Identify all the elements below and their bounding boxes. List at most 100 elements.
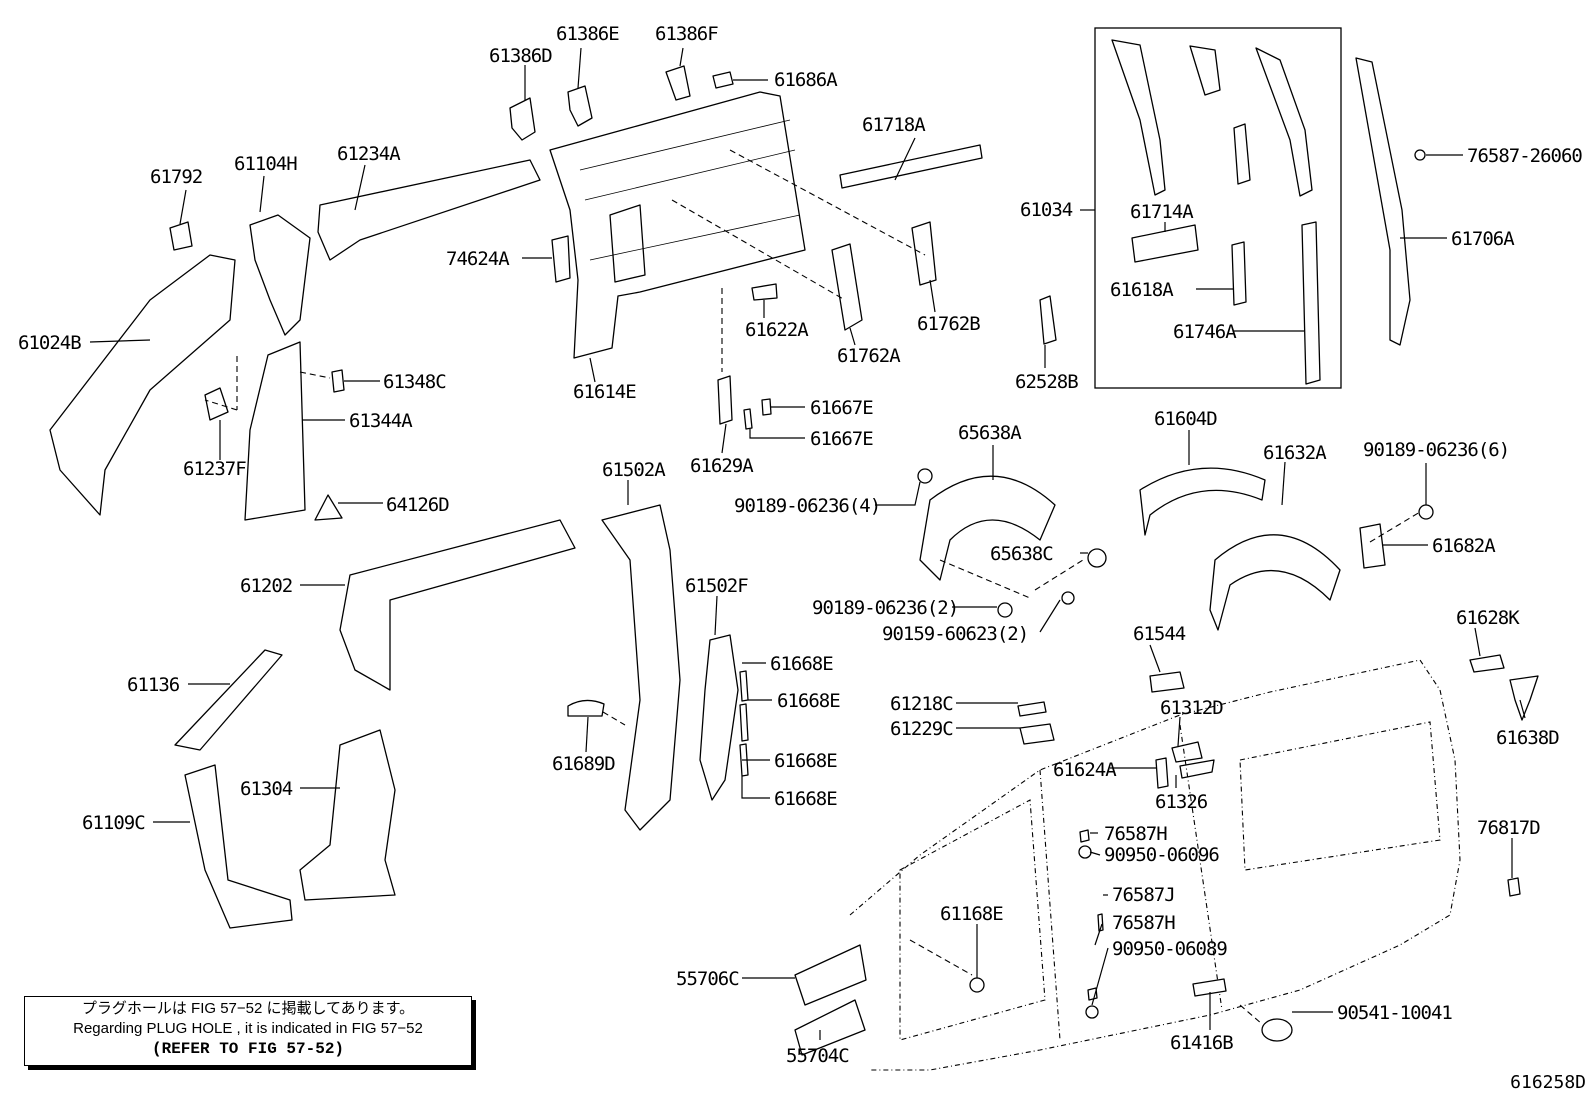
label-90189-06236-6: 90189-06236(6) [1363,439,1509,461]
label-61604D: 61604D [1154,408,1217,430]
part-61386F [665,65,691,101]
part-61638D [1509,675,1539,721]
label-61312D: 61312D [1160,697,1223,719]
label-61667E-2: 61667E [810,428,873,450]
part-61706A [1355,57,1411,346]
part-61326 [1179,759,1215,779]
part-61312D [1171,741,1203,763]
label-61168E: 61168E [940,903,1003,925]
label-61638D: 61638D [1496,727,1559,749]
part-61668E-1 [739,670,749,702]
part-76587-26060 [1414,149,1426,161]
part-61136 [174,649,283,751]
part-61614E-window [609,204,646,283]
label-61344A: 61344A [349,410,413,432]
label-76587H-1: 76587H [1104,823,1167,845]
label-65638A: 65638A [958,422,1022,444]
label-61686A: 61686A [774,69,838,91]
label-61667E-1: 61667E [810,397,873,419]
label-61689D: 61689D [552,753,615,775]
label-61544: 61544 [1133,623,1186,645]
part-61218C [1017,701,1047,717]
label-65638C: 65638C [990,543,1053,565]
part-64126D [314,494,343,521]
label-90159-60623-2: 90159-60623(2) [882,623,1028,645]
part-bolt-90159 [1061,591,1075,605]
part-76817D [1507,877,1521,897]
part-61386E [567,85,593,127]
part-61618A [1231,241,1247,306]
figure-id: 616258D [1510,1072,1586,1093]
label-61629A: 61629A [690,455,754,477]
van-door-outline [1039,721,1441,1041]
label-61618A: 61618A [1110,279,1174,301]
label-76817D: 76817D [1477,817,1540,839]
part-61502F [699,634,739,801]
label-61502A: 61502A [602,459,666,481]
label-76587J: 76587J [1112,884,1175,906]
part-55706C [794,944,867,1006]
part-61304 [299,729,396,901]
part-61667E-a [761,398,772,416]
van-body-outline [849,659,1461,1071]
part-76587J [1097,913,1104,932]
label-61218C: 61218C [890,693,953,715]
part-61667E-b [743,408,753,430]
part-61762B [911,221,937,286]
part-61632A [1209,534,1341,631]
part-65638A [919,475,1056,581]
label-61348C: 61348C [383,371,446,393]
part-clip-90189-6 [1418,504,1434,520]
label-61304: 61304 [240,778,293,800]
label-61104H: 61104H [234,153,297,175]
label-90541-10041: 90541-10041 [1337,1002,1452,1024]
part-90950-06096 [1078,845,1092,859]
label-76587-26060: 76587-26060 [1467,145,1582,167]
part-61622A [751,283,778,301]
part-61386D [509,97,536,141]
part-clip-90189-2 [997,602,1013,618]
part-61024B [49,254,236,516]
part-61544 [1149,671,1185,693]
label-61614E: 61614E [573,381,636,403]
label-61746A: 61746A [1173,321,1237,343]
part-76587H-1 [1079,829,1090,843]
label-61668E-1: 61668E [770,653,833,675]
label-61762B: 61762B [917,313,980,335]
label-61628K: 61628K [1456,607,1520,629]
part-65638C [1087,548,1107,568]
label-61416B: 61416B [1170,1032,1233,1054]
part-61502A [601,504,681,831]
label-61234A: 61234A [337,143,401,165]
label-55706C: 55706C [676,968,739,990]
label-61502F: 61502F [685,575,748,597]
part-62528B [1039,295,1057,345]
label-61718A: 61718A [862,114,926,136]
label-90950-06096: 90950-06096 [1104,844,1219,866]
label-90950-06089: 90950-06089 [1112,938,1227,960]
label-61668E-2: 61668E [777,690,840,712]
van-front-window [899,799,1046,1041]
part-61629A [717,375,733,425]
label-61202: 61202 [240,575,292,597]
label-61136: 61136 [127,674,180,696]
part-61234A [317,159,541,261]
part-61682A [1359,523,1386,569]
part-61792 [169,221,193,251]
part-61762A [831,243,863,331]
label-61386D: 61386D [489,45,552,67]
part-61604D [1139,467,1266,536]
part-61034-a [1111,39,1166,196]
part-61202 [339,519,576,691]
label-61386E: 61386E [556,23,619,45]
label-61109C: 61109C [82,812,145,834]
part-61714A [1131,224,1199,263]
label-76587H-2: 76587H [1112,912,1175,934]
part-61624A [1155,757,1169,789]
label-61024B: 61024B [18,332,81,354]
part-61104H [249,214,311,336]
label-61714A: 61714A [1130,201,1194,223]
part-61746A [1301,221,1321,385]
part-61109C [184,764,293,929]
